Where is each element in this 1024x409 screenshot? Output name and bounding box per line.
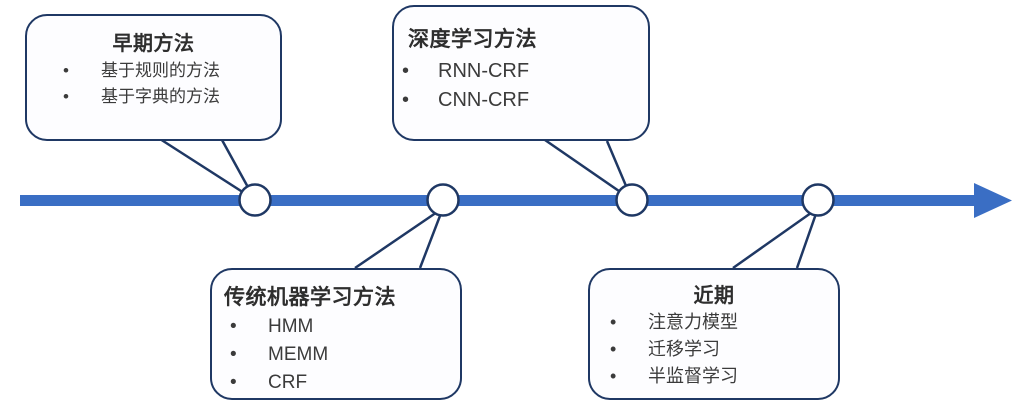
bullet-icon: • xyxy=(230,316,237,337)
list-item-label: 迁移学习 xyxy=(648,339,720,359)
list-item-label: 基于规则的方法 xyxy=(101,61,220,80)
bullet-icon: • xyxy=(610,339,617,359)
list-item: • 基于规则的方法 xyxy=(63,58,280,84)
callout-tail-early xyxy=(159,137,257,202)
bullet-icon: • xyxy=(402,89,410,111)
callout-tail-recent xyxy=(732,204,821,270)
callout-traditional-ml-methods[interactable]: 传统机器学习方法 • HMM • MEMM • CRF xyxy=(210,268,462,400)
timeline-marker-3[interactable] xyxy=(615,183,649,217)
list-item: • CRF xyxy=(230,369,460,397)
callout-title-early: 早期方法 xyxy=(112,33,195,55)
list-item: • CNN-CRF xyxy=(402,86,648,115)
callout-list-deep: • RNN-CRF • CNN-CRF xyxy=(402,57,648,115)
timeline-marker-2[interactable] xyxy=(426,183,460,217)
timeline-marker-4[interactable] xyxy=(801,183,835,217)
list-item-label: CNN-CRF xyxy=(438,89,530,111)
callout-tail-traditional xyxy=(354,204,446,270)
list-item-label: 注意力模型 xyxy=(648,312,738,332)
bullet-icon: • xyxy=(63,87,69,106)
timeline-arrowhead xyxy=(974,183,1012,218)
list-item: • RNN-CRF xyxy=(402,57,648,86)
bullet-icon: • xyxy=(63,61,69,80)
callout-early-methods[interactable]: 早期方法 • 基于规则的方法 • 基于字典的方法 xyxy=(25,14,282,141)
bullet-icon: • xyxy=(230,344,237,365)
callout-recent-methods[interactable]: 近期 • 注意力模型 • 迁移学习 • 半监督学习 xyxy=(588,268,840,400)
callout-list-traditional: • HMM • MEMM • CRF xyxy=(230,313,460,397)
list-item: • 注意力模型 xyxy=(610,309,838,336)
callout-title-traditional: 传统机器学习方法 xyxy=(224,286,396,309)
list-item: • 基于字典的方法 xyxy=(63,84,280,110)
list-item-label: 半监督学习 xyxy=(648,366,738,386)
timeline-bar xyxy=(20,195,982,206)
callout-title-deep: 深度学习方法 xyxy=(408,28,537,51)
list-item: • MEMM xyxy=(230,341,460,369)
timeline-marker-1[interactable] xyxy=(238,183,272,217)
bullet-icon: • xyxy=(402,60,410,82)
list-item-label: MEMM xyxy=(268,344,329,365)
callout-title-recent: 近期 xyxy=(693,285,735,307)
bullet-icon: • xyxy=(610,366,617,386)
list-item: • 半监督学习 xyxy=(610,363,838,390)
callout-list-recent: • 注意力模型 • 迁移学习 • 半监督学习 xyxy=(610,309,838,390)
list-item-label: RNN-CRF xyxy=(438,60,530,82)
list-item-label: CRF xyxy=(268,372,308,393)
callout-list-early: • 基于规则的方法 • 基于字典的方法 xyxy=(63,58,280,110)
list-item-label: 基于字典的方法 xyxy=(101,87,220,106)
list-item: • 迁移学习 xyxy=(610,336,838,363)
bullet-icon: • xyxy=(230,372,237,393)
list-item: • HMM xyxy=(230,313,460,341)
callout-deep-learning-methods[interactable]: 深度学习方法 • RNN-CRF • CNN-CRF xyxy=(392,5,650,141)
list-item-label: HMM xyxy=(268,316,314,337)
bullet-icon: • xyxy=(610,312,617,332)
